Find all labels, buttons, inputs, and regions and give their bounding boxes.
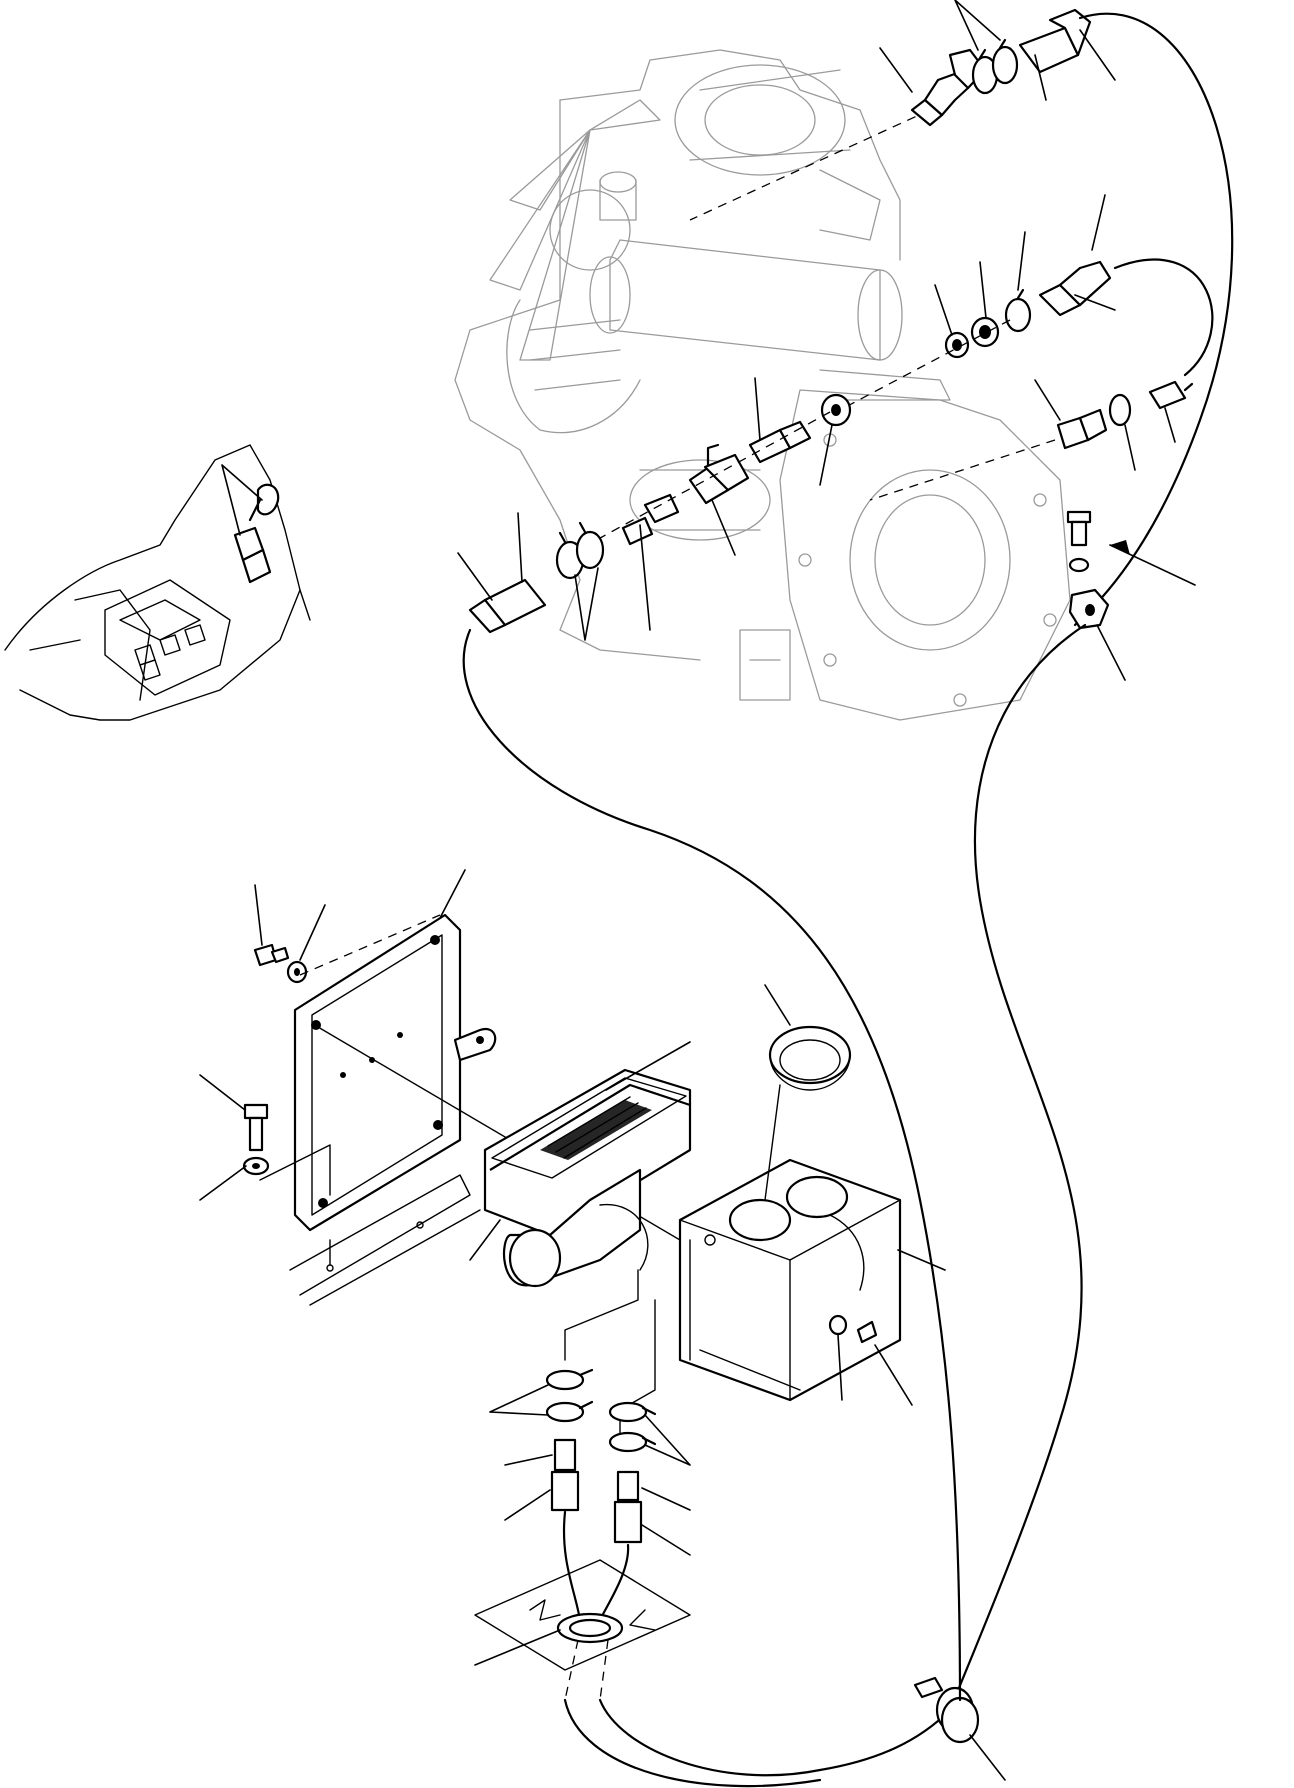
bracket-bolt-washer-left [242,1103,270,1176]
heater-unit [483,1068,692,1288]
lower-hose-connections [462,628,980,1788]
defroster-cap [768,1025,852,1091]
hose-clamps-lower-left [555,521,605,580]
muffler [589,171,951,401]
air-cleaner [674,64,881,241]
upper-heater-fittings [468,8,1234,1712]
seal-washers-middle [944,288,1032,359]
heater-unit-group [242,913,902,1441]
hose-clamps-top [971,38,1019,95]
heater-cover [678,1158,902,1402]
heater-valve-assembly [621,393,852,546]
pipe-nipples-left [550,1438,580,1512]
hose-clamp-bottom-right [913,1676,980,1744]
elbow-fitting-middle [1038,260,1112,317]
bracket-bolt-washer-top [253,943,308,984]
callout-leaders [199,0,1196,1781]
hose-adapter-lower-left [468,578,547,634]
cover-screw [828,1314,878,1344]
flywheel-housing [779,389,1071,721]
switch-panel [104,579,231,696]
mounting-bracket [293,913,497,1232]
hose-adapter-top [1018,8,1092,74]
hose-clamps-lower-pair-left [545,1368,594,1423]
hose-connector-right [1056,380,1194,450]
floor-grommet [556,1612,624,1644]
hose-clamps-lower-pair-right [608,1401,657,1453]
cooling-fan [489,99,661,361]
engine-assembly [454,49,1071,721]
pipe-nipples-right [613,1470,643,1544]
bolt-washer-nut-right [1066,510,1110,630]
elbow-fitting-top [910,48,987,127]
heater-switch [233,483,280,584]
dashboard-switch-inset [4,444,311,721]
